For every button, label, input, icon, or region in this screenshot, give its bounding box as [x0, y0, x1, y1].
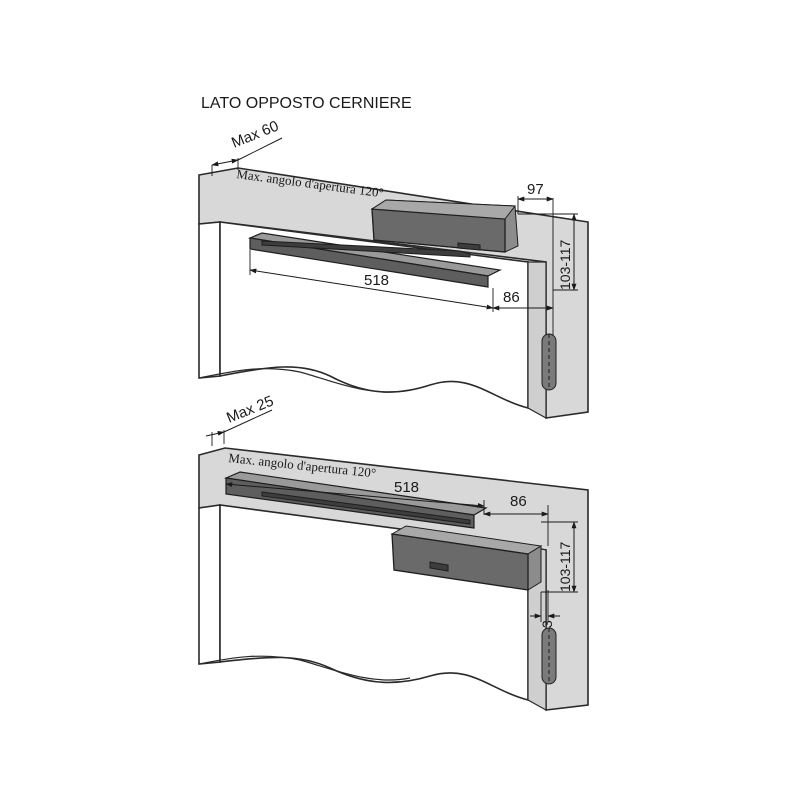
bottom-dim-height: 103-117 [557, 541, 573, 592]
top-closer-body [370, 199, 519, 253]
bottom-closer-body [390, 525, 543, 591]
top-installation-view: Max 60 Max. angolo d'apertura 120° 97 10… [198, 118, 589, 420]
diagram-heading: LATO OPPOSTO CERNIERE [201, 95, 412, 112]
top-dim-rail-length: 518 [364, 272, 389, 289]
bottom-door-frame-left [198, 504, 221, 665]
top-dim-height: 103-117 [557, 239, 573, 290]
bottom-installation-view: Max 25 Max. angolo d'apertura 120° 518 8… [198, 393, 589, 712]
bottom-hinge-icon [541, 627, 557, 685]
bottom-dim-rail-length: 518 [394, 479, 419, 496]
bottom-max-offset-label: Max 25 [224, 393, 276, 427]
top-max-offset-label: Max 60 [229, 118, 281, 152]
top-door-frame-left [198, 221, 221, 379]
bottom-dim-rail-offset: 86 [510, 493, 527, 510]
top-dim-closer-width: 97 [527, 181, 544, 198]
bottom-dim-small: 3 [539, 620, 555, 628]
top-hinge-icon [541, 333, 557, 391]
top-dim-rail-offset: 86 [503, 289, 520, 306]
